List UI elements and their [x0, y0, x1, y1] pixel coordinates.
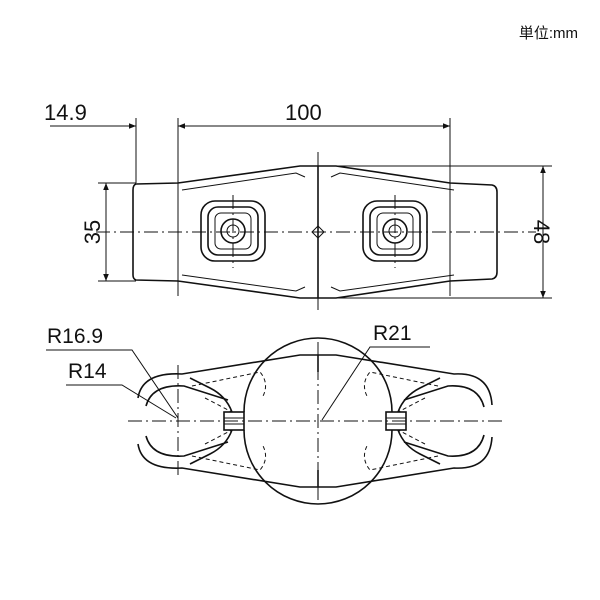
rib-bottom-right [330, 274, 455, 292]
center-arc-bottom [243, 429, 393, 505]
dimension-length-label: 100 [285, 100, 322, 125]
jaw-bottom-left [145, 435, 229, 457]
insulator-body-outline [132, 165, 498, 299]
rib-bottom-left [181, 274, 306, 292]
leader-outer-radius [46, 349, 179, 419]
dimension-offset-label: 14.9 [44, 100, 87, 125]
hidden-line-top-right [364, 371, 439, 399]
hidden-line-bottom-right [364, 443, 439, 471]
unit-label: 単位:mm [518, 25, 578, 42]
jaw-top-right [403, 385, 485, 408]
inner-bottom-right [397, 429, 441, 465]
inner-bottom-left [189, 429, 233, 465]
outer-profile-top [137, 354, 493, 406]
inner-top-left [189, 377, 233, 413]
rib-top-right [330, 172, 455, 191]
inner-top-right [397, 377, 441, 413]
outer-profile-bottom [137, 436, 493, 488]
hidden-line-bottom-left [191, 443, 266, 471]
hidden-line-top-left [191, 371, 266, 399]
rib-top-left [181, 172, 306, 191]
center-arc-top [243, 337, 393, 413]
top-view: 14.9 100 35 48 [44, 100, 554, 310]
radius-outer-label: R16.9 [47, 325, 103, 348]
radius-inner-label: R14 [68, 360, 107, 383]
side-view: R16.9 R14 R21 [46, 322, 505, 505]
leader-center-radius [321, 346, 430, 421]
hidden-line-left-jaw [204, 397, 233, 445]
jaw-bottom-right [403, 434, 485, 457]
hidden-line-right-jaw [397, 397, 426, 445]
jaw-top-left [145, 385, 229, 407]
radius-center-label: R21 [373, 322, 412, 345]
leader-inner-radius [66, 384, 177, 419]
